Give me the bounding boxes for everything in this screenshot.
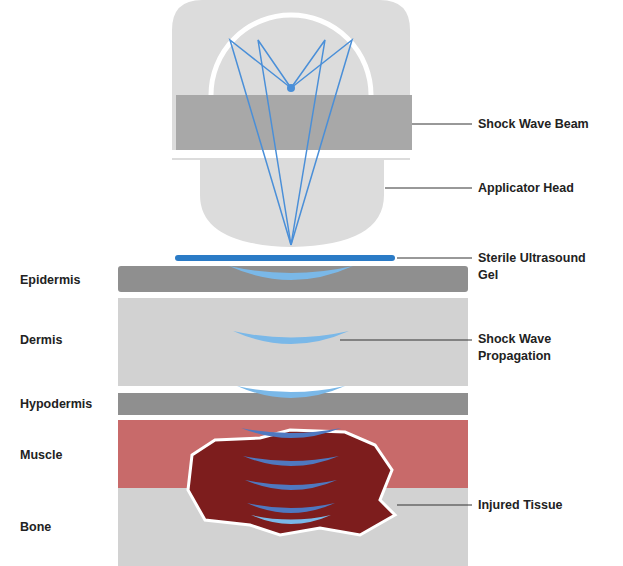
wave-crescent bbox=[251, 515, 331, 524]
head-gap bbox=[172, 150, 410, 158]
dermis-layer bbox=[118, 298, 468, 386]
beam-line bbox=[291, 40, 352, 245]
leader-line bbox=[340, 340, 472, 341]
gel-layer bbox=[175, 255, 395, 261]
shock-wave-beam-lines bbox=[230, 40, 352, 245]
shock-wave-crescents bbox=[229, 266, 353, 524]
wave-crescent bbox=[233, 331, 349, 344]
leader-line bbox=[385, 188, 472, 189]
layer-label: Dermis bbox=[20, 332, 62, 349]
callout-label: Sterile Ultrasound Gel bbox=[478, 250, 590, 284]
wave-crescent bbox=[247, 503, 335, 513]
layer-label: Bone bbox=[20, 519, 51, 536]
leader-lines bbox=[340, 124, 472, 505]
layer-label: Muscle bbox=[20, 447, 62, 464]
callout-label: Applicator Head bbox=[478, 180, 574, 197]
leader-line bbox=[397, 258, 472, 259]
callout-label: Shock Wave Beam bbox=[478, 116, 589, 133]
layer-label: Hypodermis bbox=[20, 396, 92, 413]
wave-crescent bbox=[237, 386, 345, 398]
wave-crescent bbox=[245, 480, 337, 490]
injured-tissue bbox=[188, 430, 395, 535]
callout-label: Shock Wave Propagation bbox=[478, 331, 578, 365]
wave-crescent bbox=[243, 456, 339, 466]
wave-crescent bbox=[229, 266, 353, 280]
leader-line bbox=[397, 505, 472, 506]
beam-line bbox=[291, 40, 325, 245]
beam-line bbox=[230, 40, 291, 245]
applicator-head bbox=[200, 158, 384, 247]
beam-band bbox=[176, 95, 412, 150]
wave-crescent bbox=[241, 428, 341, 438]
epidermis-layer bbox=[118, 266, 468, 292]
callout-label: Injured Tissue bbox=[478, 497, 563, 514]
focus-source bbox=[287, 84, 295, 92]
leader-line bbox=[412, 124, 472, 125]
layer-label: Epidermis bbox=[20, 272, 80, 289]
beam-line bbox=[258, 40, 291, 245]
